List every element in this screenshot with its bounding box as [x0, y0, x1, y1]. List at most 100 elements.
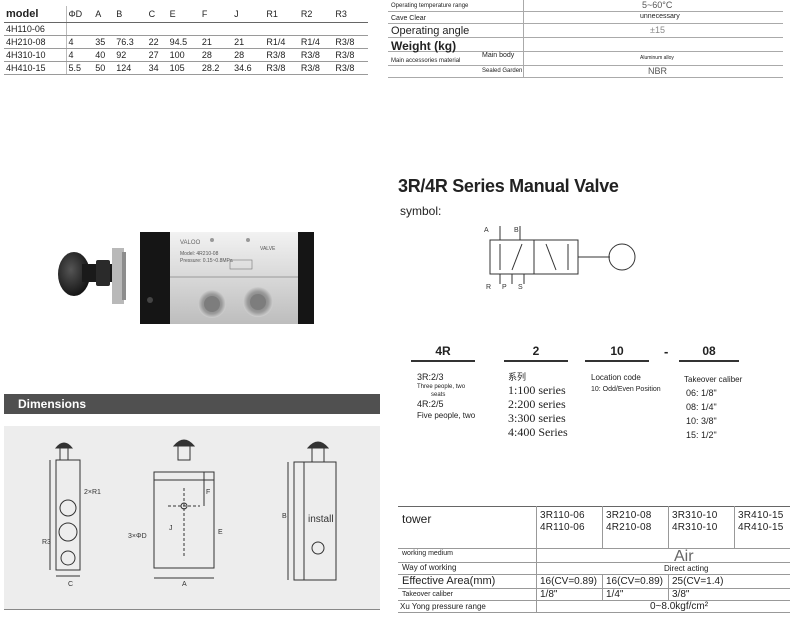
drawing-label-c: C — [68, 581, 73, 588]
spec-label: Cave Clear — [391, 15, 427, 22]
dimension-table-header: model ΦD A B C E F J R1 R2 R3 — [4, 6, 368, 23]
knob-shape — [58, 252, 90, 296]
table-cell: 4H210-08 — [4, 35, 66, 49]
spec-row-cave-clear: Cave Clear unnecessary — [388, 12, 783, 24]
spec-label: Way of working — [402, 563, 457, 572]
model-cell: 3R310-10 — [672, 510, 718, 521]
table-cell: 34 — [146, 61, 168, 75]
table-cell: 34.6 — [232, 61, 265, 75]
spec-value: 25(CV=1.4) — [672, 576, 724, 587]
code-col-type-line: Three people, two — [417, 384, 466, 390]
product-pressure: Pressure: 0.15~0.8MPa — [180, 258, 233, 264]
drawing-label-r3: R3 — [42, 539, 51, 546]
table-cell: 28 — [232, 48, 265, 62]
col-header-j: J — [232, 6, 265, 23]
end-cap-left — [140, 232, 170, 324]
table-cell: 124 — [114, 61, 147, 75]
spec-value: ±15 — [650, 25, 665, 35]
code-segment-series: 4R — [411, 344, 475, 362]
code-col-series-item: 3:300 series — [508, 411, 566, 425]
code-col-series-item: 1:100 series — [508, 383, 566, 397]
spec-value: Air — [674, 548, 694, 565]
col-header-e: E — [167, 6, 200, 23]
spec-value: 5~60°C — [642, 0, 673, 10]
code-dash: - — [664, 344, 669, 359]
table-cell: R3/8 — [333, 35, 368, 49]
table-cell: 4H110-06 — [4, 22, 66, 36]
table-cell: 4 — [65, 35, 94, 49]
table-row: 4H410-15 5.5 50 124 34 105 28.2 34.6 R3/… — [4, 61, 368, 75]
code-col-type-line: seats — [431, 392, 446, 398]
table-cell: R3/8 — [333, 48, 368, 62]
col-header-model: model — [4, 6, 66, 23]
table-cell: 28 — [199, 48, 233, 62]
drawing-label-r1: 2×R1 — [84, 489, 101, 496]
drawing-label-phid: 3×ΦD — [128, 533, 147, 540]
nut — [96, 260, 110, 286]
spec-label: Operating angle — [391, 25, 470, 37]
col-header-r2: R2 — [298, 6, 334, 23]
code-col-series-head: 系列 — [508, 372, 527, 382]
model-cell: 4R110-06 — [540, 522, 585, 533]
drawing-label-b: B — [282, 513, 287, 520]
product-type: VALVE — [260, 246, 276, 252]
model-cell: 3R110-06 — [540, 510, 585, 521]
model-cell: 4R310-10 — [672, 522, 718, 533]
model-cell: 4R410-15 — [738, 522, 784, 533]
code-col-caliber-item: 08: 1/4" — [686, 402, 717, 412]
spec-row-angle: Operating angle ±15 — [388, 24, 783, 38]
code-col-caliber-head: Takeover caliber — [684, 375, 743, 384]
code-col-series-item: 4:400 Series — [508, 425, 568, 439]
table-cell: 4H410-15 — [4, 61, 66, 75]
spec-label: working medium — [402, 550, 453, 557]
table-cell: 105 — [167, 61, 200, 75]
col-header-phid: ΦD — [65, 6, 94, 23]
code-col-type: 3R:2/3 Three people, two seats 4R:2/5 Fi… — [417, 372, 475, 421]
table-cell: 4 — [65, 48, 94, 62]
col-header-f: F — [199, 6, 233, 23]
spec-table-top: Operating temperature range 5~60°C Cave … — [388, 0, 788, 80]
col-header-r1: R1 — [264, 6, 299, 23]
spec-value: 3/8" — [672, 589, 690, 600]
spec-label: Sealed Garden — [482, 68, 523, 74]
tower-label: tower — [402, 512, 432, 526]
model-cell: 3R210-08 — [606, 510, 652, 521]
code-col-type-line: 4R:2/5 — [417, 399, 444, 409]
code-col-caliber-item: 06: 1/8" — [686, 388, 717, 398]
spec-label: Operating temperature range — [391, 3, 469, 9]
code-segment-size: 2 — [504, 344, 568, 362]
port-label-r: R — [486, 284, 491, 291]
threaded-collar — [112, 248, 124, 304]
dimensions-band: Dimensions — [4, 394, 380, 414]
spec-value: Aluminum alloy — [640, 55, 674, 61]
spec-label: Weight (kg) — [391, 39, 457, 53]
spec-value: Direct acting — [664, 564, 709, 573]
technical-drawing: 2×R1 R3 3×ΦD E A C F J B install — [42, 439, 337, 588]
spec-value: NBR — [648, 66, 668, 76]
port-label-a: A — [484, 227, 489, 234]
table-cell: 21 — [232, 35, 265, 49]
port-label-s: S — [518, 284, 523, 291]
code-col-caliber: Takeover caliber 06: 1/8" 08: 1/4" 10: 3… — [684, 374, 742, 442]
table-cell — [65, 22, 94, 36]
divider — [523, 0, 524, 78]
code-col-location-head: Location code — [591, 373, 641, 382]
dimension-drawings: 2×R1 R3 3×ΦD E A C F J B install — [4, 426, 380, 610]
code-col-location: Location code 10: Odd/Even Position — [591, 372, 661, 395]
drawing-label-a: A — [182, 581, 187, 588]
table-row: 4H110-06 — [4, 22, 368, 36]
table-cell: 94.5 — [167, 35, 200, 49]
code-col-caliber-item: 10: 3/8" — [686, 416, 717, 426]
valve-product-image: VALOO VALVE Model: 4R210-08 Pressure: 0.… — [58, 232, 314, 324]
spec-value: 1/4" — [606, 589, 624, 600]
table-cell: 5.5 — [65, 61, 94, 75]
table-cell: R1/4 — [264, 35, 299, 49]
col-header-c: C — [146, 6, 168, 23]
table-cell: 40 — [93, 48, 115, 62]
dimension-table: model ΦD A B C E F J R1 R2 R3 4H110-06 4… — [4, 6, 368, 75]
port-symbol — [229, 259, 253, 270]
symbol-label: symbol: — [400, 204, 442, 218]
code-col-type-line: Five people, two — [417, 411, 476, 420]
table-cell: 76.3 — [114, 35, 147, 49]
table-cell: R1/4 — [298, 35, 334, 49]
